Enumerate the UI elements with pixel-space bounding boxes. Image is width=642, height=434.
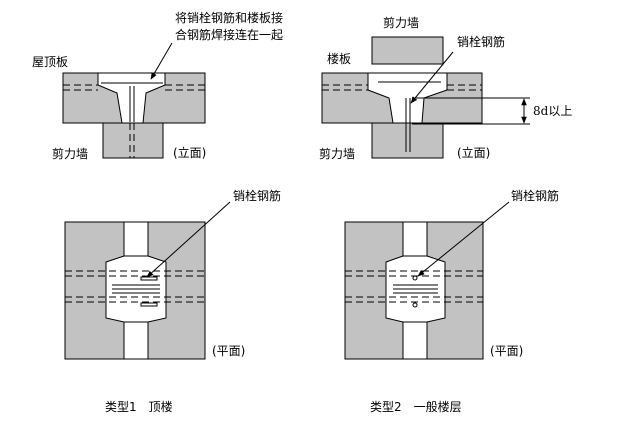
type1-joint-fill [97, 72, 166, 124]
type2-joint-fill [367, 72, 448, 124]
type2-shear-wall-label: 剪力墙 [319, 146, 355, 161]
roof-slab-label: 屋顶板 [32, 55, 68, 69]
type1-plan-leader [146, 201, 231, 278]
embed-length-label: 8d以上 [533, 104, 572, 118]
type2-plan-label: (平面) [490, 344, 523, 358]
type2-dowel-label-plan: 销栓钢筋 [511, 188, 559, 203]
type1-shear-wall-label: 剪力墙 [52, 146, 88, 161]
type2-elevation-leader [410, 51, 454, 104]
type2-plan [344, 201, 510, 360]
type2-wall-below [371, 121, 444, 159]
type2-wall-above [371, 36, 444, 65]
type1-plan-label: (平面) [212, 344, 245, 358]
type2-caption: 类型2 一般楼层 [370, 399, 462, 414]
type1-caption: 类型1 顶楼 [105, 399, 173, 414]
weld-note-line1: 将销栓钢筋和楼板接 [175, 10, 283, 25]
type1-elevation-label: (立面) [173, 145, 206, 160]
type1-plan [64, 201, 231, 360]
type1-dowel-label-plan: 销栓钢筋 [233, 188, 281, 203]
weld-note-line2: 合钢筋焊接连在一起 [175, 27, 283, 42]
floor-slab-label: 楼板 [327, 51, 351, 66]
type2-plan-leader [417, 201, 510, 277]
type2-elevation-label: (立面) [457, 145, 490, 160]
type1-wall-below [102, 121, 164, 159]
type2-wall-above-label: 剪力墙 [383, 15, 419, 30]
type1-note-leader [150, 42, 173, 80]
type1-elevation [62, 42, 206, 159]
type2-elevation [321, 36, 530, 159]
type2-dowel-label-elev: 销栓钢筋 [457, 34, 505, 49]
